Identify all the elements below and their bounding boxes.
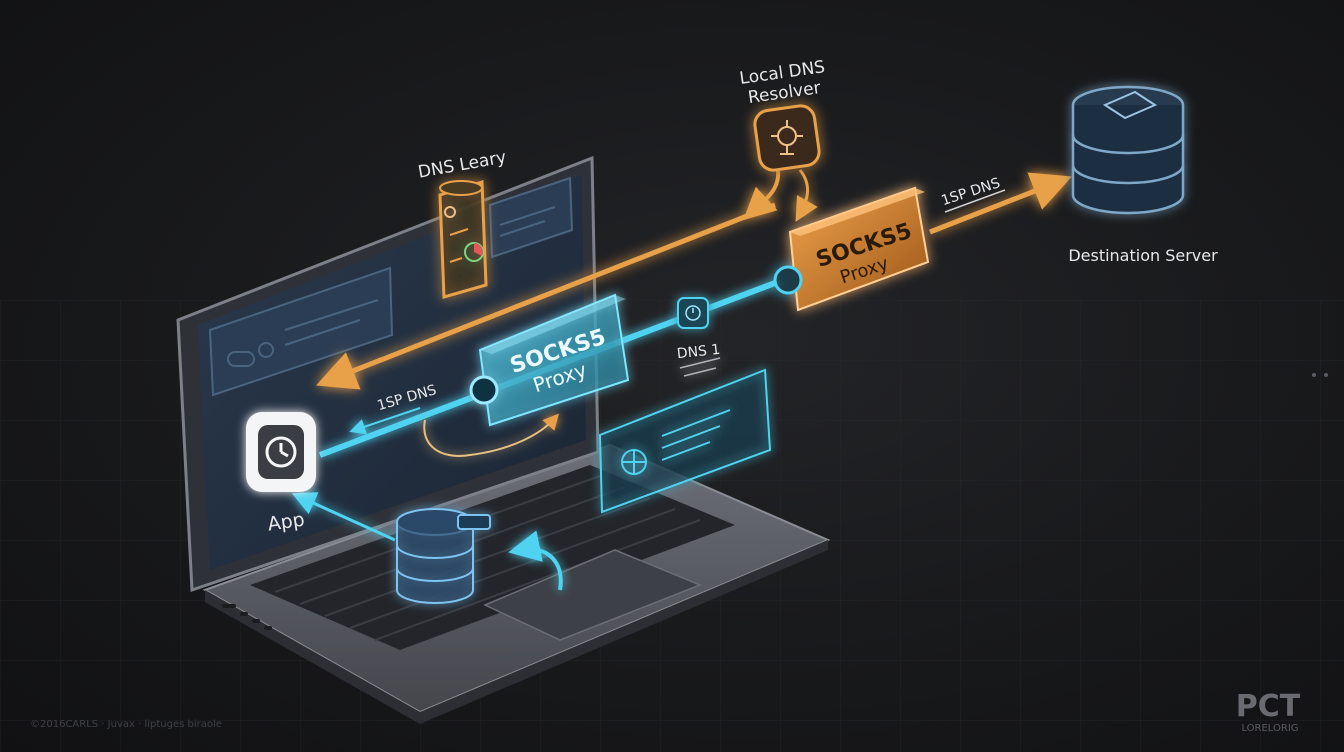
label-local-dns-resolver: Local DNS Resolver (738, 57, 826, 108)
screen-window-2 (488, 176, 574, 259)
orange-socks5-proxy (773, 186, 930, 312)
label-app: App (266, 509, 306, 536)
database-server-icon (1071, 85, 1185, 215)
blue-app-arrow (291, 492, 396, 542)
pie-chart-icon (621, 449, 647, 475)
orange-resolver-curve-in (743, 169, 781, 221)
watermark-sub: LORELORIG (1241, 723, 1298, 734)
clock-app-icon (265, 436, 297, 468)
orange-proxy-port (773, 265, 803, 295)
blue-socks5-proxy (469, 293, 630, 427)
blue-return-curve (423, 413, 559, 457)
blue-proxy-port (469, 375, 499, 405)
orange-route-destination (929, 172, 1072, 235)
orange-resolver-curve-out (795, 169, 818, 222)
footer-credit: ©2016CARLS · Juvax · liptuges biraole (30, 719, 222, 730)
floating-panel (598, 368, 772, 514)
watermark-logo: PCT (1236, 689, 1301, 724)
pie-chart-icon (464, 242, 484, 262)
gear-resolver-icon (771, 120, 803, 155)
dns-leary-device (438, 179, 488, 299)
label-dns-leary: DNS Leary (417, 147, 508, 182)
return-arrow-icon (508, 530, 563, 591)
screen-window-1 (208, 266, 394, 397)
laptop-ports (222, 604, 272, 630)
pager-dots (1312, 373, 1328, 377)
blue-isp-arrow (349, 407, 421, 435)
database-icon (396, 508, 491, 604)
dns-1-node (677, 297, 721, 377)
label-isp-dns-top: 1SP DNS (939, 175, 1002, 209)
local-dns-resolver (753, 104, 821, 172)
label-dns-1: DNS 1 (676, 342, 721, 362)
trackpad (483, 549, 703, 641)
isp-dns-leak-path (316, 169, 1072, 390)
isp-dns-top-arrow (944, 189, 1006, 213)
leary-status-icon (444, 206, 456, 218)
label-destination-server: Destination Server (1068, 246, 1218, 265)
orange-route-main (316, 202, 776, 390)
app-icon (246, 412, 316, 492)
